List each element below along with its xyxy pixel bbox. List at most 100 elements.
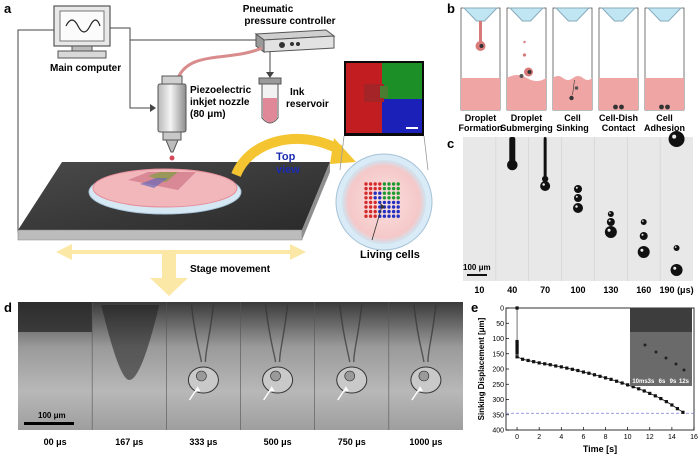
cell-dot: [396, 186, 400, 191]
data-point: [548, 363, 552, 367]
medium: [507, 75, 546, 110]
cell-dot: [382, 191, 387, 195]
stage-label-line2: Adhesion: [644, 123, 685, 133]
nozzle-icon: [554, 7, 591, 22]
time-label: 750 μs: [338, 437, 366, 447]
panel-label-a: a: [4, 1, 12, 16]
cell-dot: [382, 186, 387, 191]
y-tick-label: 300: [492, 397, 504, 404]
data-point: [520, 357, 525, 361]
time-label: 00 μs: [44, 437, 67, 447]
panel-d-scale-bar: 100 μm: [38, 411, 66, 420]
panel-label-e: e: [471, 300, 478, 315]
data-point: [592, 373, 597, 377]
arrow: [263, 387, 273, 401]
top-view-label-1: Top: [276, 151, 296, 163]
data-point: [515, 306, 519, 310]
data-point: [637, 387, 641, 391]
cell-dot: [373, 191, 377, 195]
data-point: [570, 367, 574, 371]
cell-dot: [378, 186, 382, 191]
cell: [569, 95, 574, 101]
cell-dot: [373, 205, 377, 209]
cell-dot: [396, 209, 400, 214]
inset-time-label: 9s: [670, 379, 677, 385]
cell-dot: [378, 205, 382, 209]
cell-dot: [391, 200, 396, 205]
computer-icon: [53, 5, 111, 59]
arrow: [337, 387, 347, 401]
ink-plume: [101, 305, 160, 380]
data-point: [653, 394, 657, 398]
cell-dot: [387, 214, 391, 218]
data-point: [515, 344, 519, 348]
stage-label-line1: Droplet: [465, 113, 497, 123]
cell: [665, 104, 670, 110]
cell-dot: [368, 191, 373, 195]
panel-label-c: c: [447, 136, 454, 151]
cell-dot: [368, 196, 373, 200]
cell-dot: [387, 182, 391, 186]
cell-dot: [391, 214, 396, 218]
droplet-highlight: [672, 134, 677, 139]
stage-label-line1: Cell: [656, 113, 673, 123]
droplet: [673, 245, 680, 251]
data-point: [620, 381, 624, 385]
data-point: [537, 361, 541, 365]
droplet-highlight: [575, 186, 578, 189]
droplet: [637, 246, 650, 258]
data-point: [670, 403, 674, 407]
cell: [574, 86, 579, 90]
trail: [572, 79, 575, 96]
inset-time-label: 6s: [659, 379, 666, 385]
cell-dot: [387, 186, 391, 191]
cell-dot: [387, 200, 391, 205]
cell-trail: [264, 304, 277, 363]
data-point: [659, 396, 663, 401]
arrow: [411, 387, 421, 401]
data-point: [664, 400, 668, 404]
satellite-droplet: [522, 53, 527, 57]
x-axis-label: Time [s]: [583, 444, 617, 454]
cell-trail: [339, 304, 351, 363]
data-point: [515, 346, 519, 350]
inset-time-label: 12s: [679, 379, 690, 385]
stage-movement-arrows: [56, 244, 306, 296]
droplet: [640, 219, 647, 225]
inset-time-label: 10ms: [632, 379, 648, 385]
cell-dot: [373, 186, 377, 191]
cell-dot: [364, 186, 368, 191]
droplet: [574, 194, 582, 202]
data-point: [543, 362, 547, 366]
cell-dot: [378, 196, 382, 200]
cell-dot: [373, 200, 377, 205]
time-label: 40: [507, 285, 517, 295]
x-tick-label: 4: [559, 434, 563, 441]
arrow-head: [417, 386, 423, 392]
cell-dot: [391, 186, 396, 191]
time-label: 1000 μs: [409, 437, 442, 447]
cell-dot: [391, 205, 396, 209]
cell-dot: [364, 182, 368, 186]
time-label: 167 μs: [115, 437, 143, 447]
medium: [645, 78, 684, 110]
top-view-dish: [335, 153, 433, 251]
droplet: [639, 232, 648, 240]
nozzle-icon: [462, 7, 499, 22]
droplet: [604, 226, 617, 238]
droplet-highlight: [608, 219, 611, 222]
y-tick-label: 250: [492, 382, 504, 389]
data-point: [598, 374, 602, 378]
data-point: [626, 383, 630, 387]
cell-dot: [396, 200, 400, 205]
data-point: [681, 410, 685, 414]
panel-a: a Main computer Pneumatic pressure contr…: [4, 1, 433, 296]
cell: [418, 370, 430, 382]
x-tick-label: 8: [604, 434, 608, 441]
cell-dot: [382, 182, 387, 186]
cell-dot: [368, 200, 373, 205]
nozzle-icon: [646, 7, 683, 22]
nozzle-icon: [508, 7, 545, 22]
